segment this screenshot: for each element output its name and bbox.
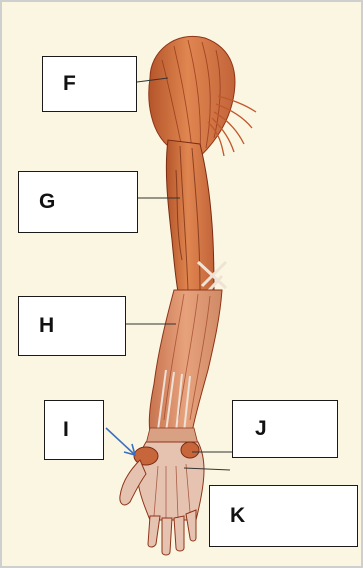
label-box-K: K: [209, 485, 358, 547]
hypothenar-muscle: [181, 442, 199, 458]
arrow-I: [106, 428, 135, 455]
label-box-F: F: [42, 56, 137, 112]
label-H: H: [39, 314, 54, 338]
label-box-G: G: [18, 171, 138, 233]
label-G: G: [39, 190, 55, 214]
label-J: J: [255, 417, 267, 441]
label-K: K: [230, 504, 245, 528]
label-box-J: J: [232, 400, 338, 458]
label-box-H: H: [18, 296, 126, 356]
label-box-I: I: [44, 400, 104, 460]
label-F: F: [63, 72, 76, 96]
label-I: I: [63, 418, 69, 442]
